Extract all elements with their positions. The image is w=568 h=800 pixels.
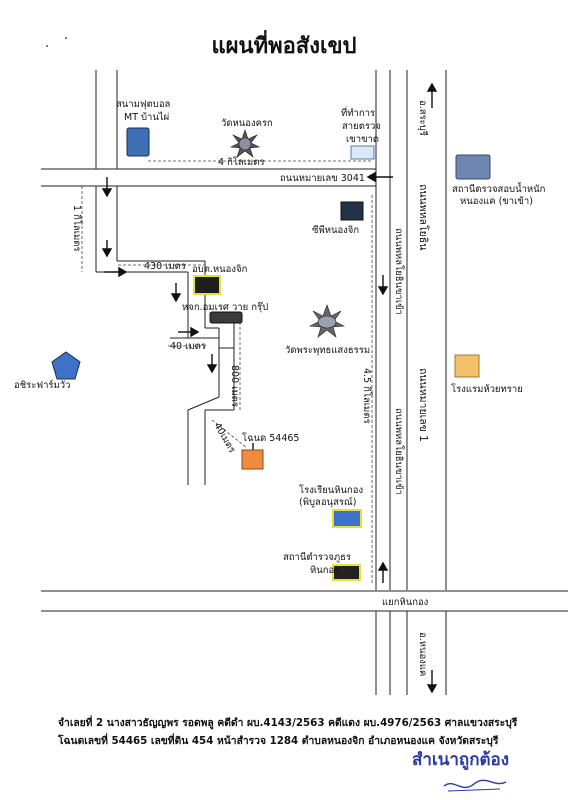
arrow-up-icon xyxy=(377,561,389,571)
junction-label: แยกหินกอง xyxy=(382,597,428,608)
school-label-1: โรงเรียนหินกอง xyxy=(299,484,363,496)
road-phahon-upper-label: ถนนพหลโยธิน xyxy=(417,184,430,250)
dist-small-label: 40เมตร xyxy=(211,421,237,455)
checkpoint-icon xyxy=(455,154,491,180)
cp-icon xyxy=(340,201,364,221)
arrow-down-icon xyxy=(101,248,113,258)
company-icon xyxy=(209,311,243,324)
arrow-right-icon xyxy=(190,326,200,338)
farm-label: อชิระฟาร์มวัว xyxy=(14,379,70,391)
map-title: แผนที่พอสังเขป xyxy=(211,33,357,59)
obt-label: อบต.หนองจิก xyxy=(192,264,248,275)
checkpoint-label-1: สถานีตรวจสอบน้ำหนัก xyxy=(452,182,546,195)
company-label: หจก.อมเรศ วาย กรุ๊ป xyxy=(182,301,268,313)
arrow-right-icon xyxy=(118,266,128,278)
dist-1km-label: 1 กิโลเมตร xyxy=(71,205,83,252)
dist-small-line xyxy=(211,419,248,449)
footer-line-2: โฉนดเลขที่ 54465 เลขที่ดิน 454 หน้าสำรวจ… xyxy=(58,735,499,747)
school-icon xyxy=(332,509,362,528)
arrow-down-icon xyxy=(170,293,182,303)
office-label-1: ที่ทำการ xyxy=(341,106,375,119)
temple-phra-label: วัดพระพุทธแสงธรรม xyxy=(285,345,370,356)
school-label-2: (พิบูลอนุสรณ์) xyxy=(299,496,356,508)
stadium-label-2: MT บ้านไผ่ xyxy=(124,111,169,123)
farm-icon xyxy=(51,351,81,380)
arrow-up-icon xyxy=(426,82,438,92)
road-3041-label: ถนนหมายเลข 3041 xyxy=(280,173,365,184)
office-label-3: เขาขาด xyxy=(346,134,379,145)
office-label-2: สายตรวจ xyxy=(342,121,381,132)
arrow-left-icon xyxy=(366,171,376,183)
road-phahon-mid-label: ถนนพหลโยธินขาเข้า xyxy=(393,228,405,315)
checkpoint-label-2: หนองแค (ขาเข้า) xyxy=(460,196,533,207)
deed-plot-icon xyxy=(241,449,264,470)
office-icon xyxy=(350,145,375,160)
arrow-down-icon xyxy=(377,286,389,296)
dist-4km-label: 4 กิโลเมตร xyxy=(218,156,265,168)
road-nongkhae-label: อ.หนองแค xyxy=(417,632,428,676)
temple-phra-icon xyxy=(308,304,346,338)
hotel-icon xyxy=(454,354,480,378)
police-label-1: สถานีตำรวจภูธร xyxy=(283,551,351,563)
dist-45km-label: 4.5 กิโลเมตร xyxy=(361,368,373,424)
stadium-icon xyxy=(126,127,150,157)
road-phahon-lower-label: ถนนพหลโยธินขาเข้า xyxy=(393,408,405,495)
cp-label: ซีพีหนองจิก xyxy=(312,224,359,236)
arrow-down-icon xyxy=(101,188,113,198)
arrow-down-icon xyxy=(426,684,438,694)
dist-40m-label: 40 เมตร xyxy=(170,341,206,352)
temple-nongkrok-icon xyxy=(229,129,261,158)
hotel-label: โรงแรมห้วยทราย xyxy=(451,383,523,395)
deed-label: โฉนด 54465 xyxy=(242,432,299,444)
road-sara-label: อ.สระบุรี xyxy=(417,100,429,136)
dist-800m-label: 800 เมตร xyxy=(229,365,240,407)
obt-icon xyxy=(193,275,221,295)
signature-icon xyxy=(443,779,507,792)
stadium-label-1: สนามฟุตบอล xyxy=(116,99,171,110)
road-no1-label: ถนนหมายเลข 1 xyxy=(417,368,429,442)
certified-copy-stamp: สำเนาถูกต้อง xyxy=(412,750,510,770)
dist-430m-label: 430 เมตร xyxy=(144,261,186,272)
temple-nongkrok-label: วัดหนองครก xyxy=(221,118,273,129)
police-icon xyxy=(332,564,361,581)
police-label-2: หินกอง xyxy=(310,565,339,576)
arrow-down-icon xyxy=(206,364,218,374)
footer-line-1: จำเลยที่ 2 นางสาวธัญญพร รอดพลู คดีดำ ผบ.… xyxy=(58,717,518,729)
